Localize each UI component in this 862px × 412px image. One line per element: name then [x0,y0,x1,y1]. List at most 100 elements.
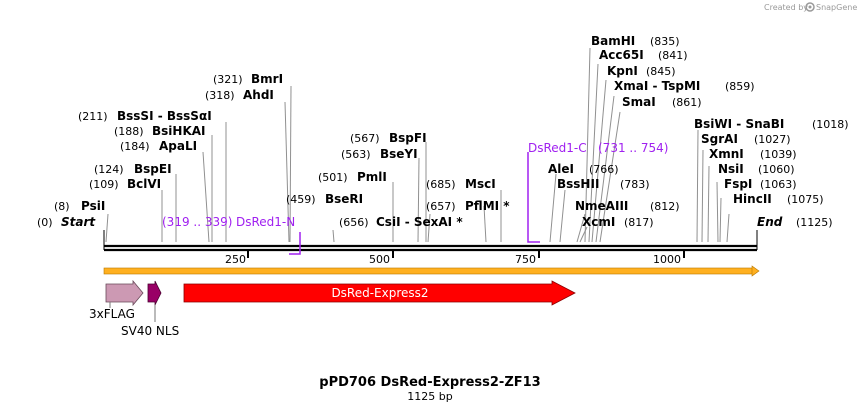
primer-name: DsRed1-N [236,215,295,229]
svg-text:XmaI - TspMI: XmaI - TspMI [614,79,700,93]
svg-text:SmaI: SmaI [622,95,656,109]
svg-text:(1018): (1018) [812,118,849,131]
site-bseyi[interactable]: (563) BseYI [341,147,418,161]
site-fspi[interactable]: FspI (1063) [724,177,797,191]
site-alei[interactable]: AleI (766) [548,162,619,176]
primer-name: DsRed1-C [528,141,587,155]
site-apali[interactable]: (184) ApaLI [120,139,197,153]
scale-ticks: 250 500 750 1000 [225,251,685,266]
site-csii[interactable]: (656) CsiI - SexAI * [339,215,463,229]
svg-text:(766): (766) [589,163,619,176]
site-smai[interactable]: SmaI (861) [622,95,702,109]
svg-text:XcmI: XcmI [582,215,615,229]
svg-text:BssSI - BssSαI: BssSI - BssSαI [117,109,212,123]
site-xmai[interactable]: XmaI - TspMI (859) [614,79,755,93]
tick-label: 250 [225,253,246,266]
svg-text:BspEI: BspEI [134,162,172,176]
feature-label: SV40 NLS [121,324,179,338]
svg-text:BsiHKAI: BsiHKAI [152,124,206,138]
svg-text:(8): (8) [54,200,70,213]
svg-text:BamHI: BamHI [591,34,635,48]
svg-text:BsiWI - SnaBI: BsiWI - SnaBI [694,117,784,131]
svg-text:(845): (845) [646,65,676,78]
tick-label: 500 [369,253,390,266]
svg-text:(859): (859) [725,80,755,93]
svg-text:(321): (321) [213,73,243,86]
feature-sv40-nls[interactable]: SV40 NLS [121,280,179,338]
site-msci[interactable]: (685) MscI [426,177,496,191]
start-position: (0) [37,216,53,229]
feature-dsred-express2[interactable]: DsRed-Express2 [183,280,576,306]
site-pflmi[interactable]: (657) PflMI * [426,199,510,213]
primer-dsred1-c[interactable]: DsRed1-C (731 .. 754) [527,141,668,243]
site-nmeaiii[interactable]: NmeAIII (812) [575,199,680,213]
site-leader-lines [105,47,730,243]
site-bspei[interactable]: (124) BspEI [94,162,172,176]
svg-text:(1060): (1060) [758,163,795,176]
site-bsiwi[interactable]: BsiWI - SnaBI (1018) [694,117,849,131]
credit-text: Created by [764,3,808,12]
svg-text:(184): (184) [120,140,150,153]
site-xcmi[interactable]: XcmI (817) [582,215,654,229]
svg-text:PmlI: PmlI [357,170,387,184]
svg-text:PflMI *: PflMI * [465,199,510,213]
site-pmli[interactable]: (501) PmlI [318,170,387,184]
primer-dsred1-n[interactable]: (319 .. 339) DsRed1-N [162,215,301,255]
end-label: End [757,215,783,229]
site-psii[interactable]: (8) PsiI [54,199,105,213]
site-nsii[interactable]: NsiI (1060) [718,162,795,176]
primer-range: (731 .. 754) [598,141,668,155]
svg-text:(563): (563) [341,148,371,161]
svg-text:(1027): (1027) [754,133,791,146]
svg-text:PsiI: PsiI [81,199,105,213]
svg-text:CsiI - SexAI *: CsiI - SexAI * [376,215,463,229]
site-bseri[interactable]: (459) BseRI [286,192,363,206]
svg-text:(817): (817) [624,216,654,229]
svg-text:(124): (124) [94,163,124,176]
svg-text:(861): (861) [672,96,702,109]
svg-text:NsiI: NsiI [718,162,744,176]
site-hincii[interactable]: HincII (1075) [733,192,824,206]
svg-text:(1039): (1039) [760,148,797,161]
site-bsihkai[interactable]: (188) BsiHKAI [114,124,206,138]
svg-text:XmnI: XmnI [709,147,744,161]
svg-text:(1063): (1063) [760,178,797,191]
svg-text:FspI: FspI [724,177,752,191]
site-kpni[interactable]: KpnI (845) [607,64,676,78]
svg-text:ApaLI: ApaLI [159,139,197,153]
svg-text:(501): (501) [318,171,348,184]
enzyme-sites: (8) PsiI (109) BclVI (124) BspEI (184) A… [54,34,849,229]
site-sgrai[interactable]: SgrAI (1027) [701,132,791,146]
svg-text:Acc65I: Acc65I [599,48,644,62]
orf-bar [103,265,760,277]
site-bsshii[interactable]: BssHII (783) [557,177,650,191]
tick-label: 1000 [653,253,681,266]
site-bclvi[interactable]: (109) BclVI [89,177,161,191]
end-position: (1125) [796,216,833,229]
site-ahdi[interactable]: (318) AhdI [205,88,274,102]
feature-label: DsRed-Express2 [331,286,428,300]
svg-text:BmrI: BmrI [251,72,283,86]
svg-text:HincII: HincII [733,192,772,206]
site-bmri[interactable]: (321) BmrI [213,72,283,86]
start-label: Start [61,215,96,229]
site-bamhi[interactable]: BamHI (835) [591,34,680,48]
svg-text:(211): (211) [78,110,108,123]
site-bsssi[interactable]: (211) BssSI - BssSαI [78,109,212,123]
backbone [103,230,758,252]
site-acc65i[interactable]: Acc65I (841) [599,48,688,62]
svg-text:KpnI: KpnI [607,64,638,78]
feature-label: 3xFLAG [89,307,135,321]
svg-text:BseRI: BseRI [325,192,363,206]
site-xmni[interactable]: XmnI (1039) [709,147,797,161]
svg-text:(656): (656) [339,216,369,229]
svg-text:(835): (835) [650,35,680,48]
svg-text:AleI: AleI [548,162,574,176]
svg-text:BssHII: BssHII [557,177,599,191]
feature-3xflag[interactable]: 3xFLAG [89,279,144,321]
site-bspfi[interactable]: (567) BspFI [350,131,427,145]
svg-text:(459): (459) [286,193,316,206]
svg-text:(1075): (1075) [787,193,824,206]
svg-text:(567): (567) [350,132,380,145]
